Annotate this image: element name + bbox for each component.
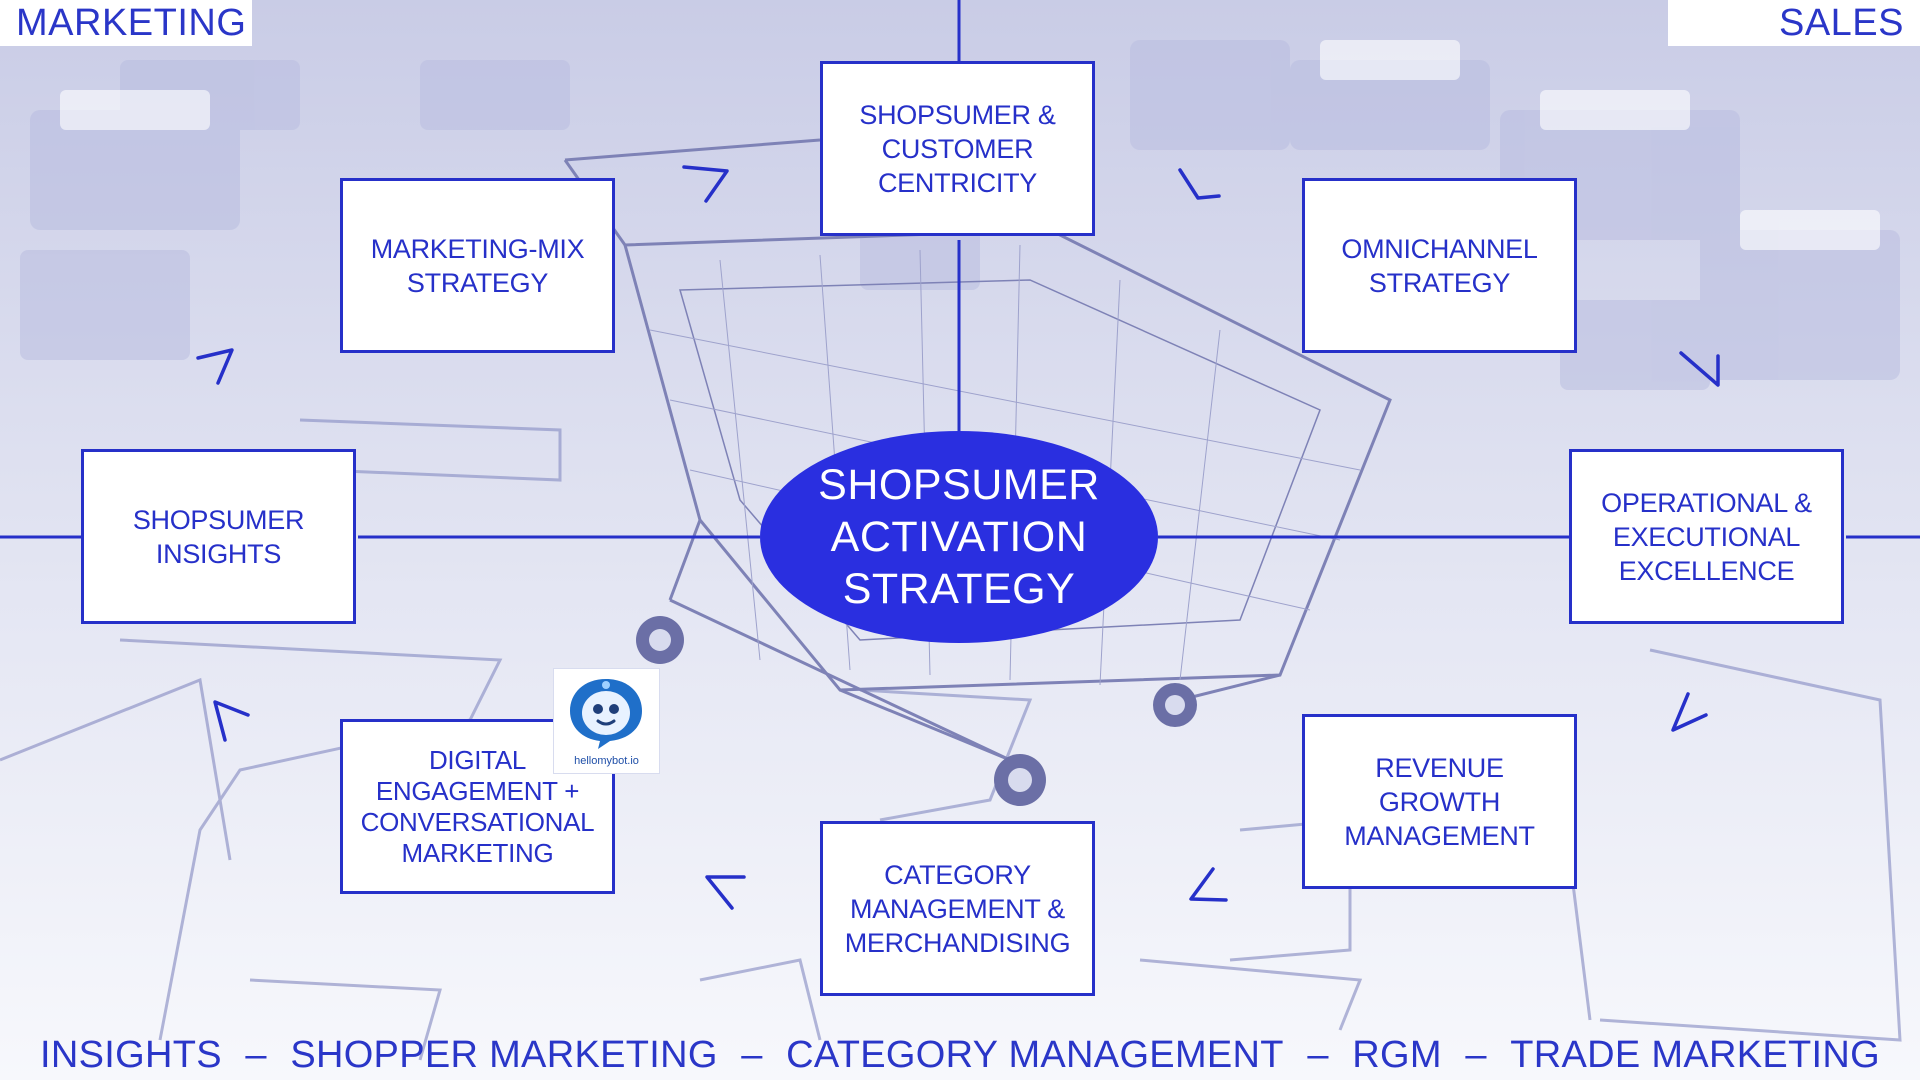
box-revenue-growth-management: REVENUE GROWTH MANAGEMENT bbox=[1302, 714, 1577, 889]
bottom-item-category-management: CATEGORY MANAGEMENT bbox=[786, 1033, 1284, 1076]
separator: – bbox=[245, 1033, 267, 1076]
box-label: REVENUE GROWTH MANAGEMENT bbox=[1344, 752, 1535, 851]
bottom-item-insights: INSIGHTS bbox=[40, 1033, 222, 1076]
chevron-arrow-icon bbox=[1671, 692, 1708, 732]
chevron-arrow-icon bbox=[1189, 867, 1228, 902]
chevron-arrow-icon bbox=[213, 700, 250, 742]
hellomybot-logo: hellomybot.io bbox=[553, 668, 660, 774]
bottom-discipline-bar: INSIGHTS – SHOPPER MARKETING – CATEGORY … bbox=[40, 1030, 1880, 1080]
chevron-arrow-icon bbox=[1679, 351, 1720, 387]
center-strategy-ellipse: SHOPSUMER ACTIVATION STRATEGY bbox=[760, 431, 1158, 643]
chatbot-robot-icon bbox=[570, 679, 642, 749]
bottom-item-rgm: RGM bbox=[1352, 1033, 1442, 1076]
separator: – bbox=[1307, 1033, 1329, 1076]
bottom-item-trade-marketing: TRADE MARKETING bbox=[1510, 1033, 1880, 1076]
marketing-label: MARKETING bbox=[0, 0, 252, 46]
box-operational-executional-excellence: OPERATIONAL & EXECUTIONAL EXCELLENCE bbox=[1569, 449, 1844, 624]
logo-text: hellomybot.io bbox=[574, 755, 639, 767]
box-label: SHOPSUMER & CUSTOMER CENTRICITY bbox=[859, 99, 1056, 198]
box-marketing-mix-strategy: MARKETING-MIX STRATEGY bbox=[340, 178, 615, 353]
box-label: SHOPSUMER INSIGHTS bbox=[132, 504, 305, 569]
box-omnichannel-strategy: OMNICHANNEL STRATEGY bbox=[1302, 178, 1577, 353]
separator: – bbox=[741, 1033, 763, 1076]
chevron-arrow-icon bbox=[705, 875, 746, 910]
bottom-item-shopper-marketing: SHOPPER MARKETING bbox=[290, 1033, 718, 1076]
separator: – bbox=[1465, 1033, 1487, 1076]
chevron-arrow-icon bbox=[682, 165, 729, 203]
box-label: OMNICHANNEL STRATEGY bbox=[1341, 233, 1538, 298]
sales-label: SALES bbox=[1668, 0, 1920, 46]
box-label: DIGITAL ENGAGEMENT + CONVERSATIONAL MARK… bbox=[360, 744, 595, 868]
chevron-arrow-icon bbox=[1178, 168, 1221, 200]
box-shopsumer-customer-centricity: SHOPSUMER & CUSTOMER CENTRICITY bbox=[820, 61, 1095, 236]
center-label: SHOPSUMER ACTIVATION STRATEGY bbox=[818, 461, 1100, 613]
box-shopsumer-insights: SHOPSUMER INSIGHTS bbox=[81, 449, 356, 624]
box-label: OPERATIONAL & EXECUTIONAL EXCELLENCE bbox=[1601, 487, 1812, 586]
box-category-management-merchandising: CATEGORY MANAGEMENT & MERCHANDISING bbox=[820, 821, 1095, 996]
box-label: CATEGORY MANAGEMENT & MERCHANDISING bbox=[844, 859, 1071, 958]
chevron-arrow-icon bbox=[196, 348, 234, 385]
box-label: MARKETING-MIX STRATEGY bbox=[370, 233, 585, 298]
